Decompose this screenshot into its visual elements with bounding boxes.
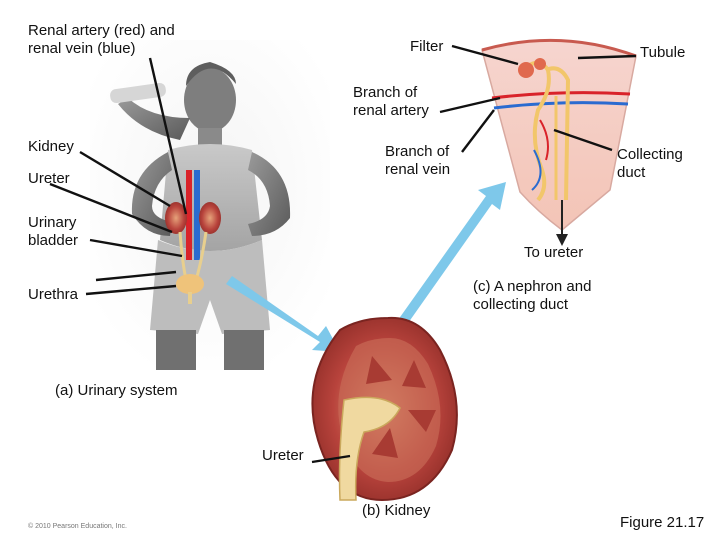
copyright-notice: © 2010 Pearson Education, Inc. [28, 523, 127, 530]
label-urethra: Urethra [28, 286, 79, 303]
leader-lines [49, 44, 637, 464]
kidney-cross-section [311, 316, 458, 502]
label-kidney: Kidney [28, 138, 74, 155]
label-ureter-kidney: Ureter [262, 447, 304, 464]
label-renal-artery-vein: Renal artery (red) and renal vein (blue) [28, 22, 175, 57]
label-tubule: Tubule [640, 44, 686, 61]
caption-urinary-system: (a) Urinary system [55, 382, 178, 399]
urinary-organs [165, 170, 221, 304]
blue-arrow-to-nephron [398, 182, 506, 326]
label-urinary-bladder: Urinary bladder [28, 214, 79, 249]
label-branch-renal-artery: Branch of renal artery [353, 84, 429, 119]
caption-kidney: (b) Kidney [362, 502, 431, 519]
label-collecting-duct: Collecting duct [617, 146, 683, 181]
label-filter: Filter [410, 38, 444, 55]
caption-nephron: (c) A nephron and collecting duct [473, 278, 592, 313]
label-ureter-system: Ureter [28, 170, 70, 187]
label-to-ureter: To ureter [524, 244, 584, 261]
blue-arrow-to-kidney [226, 276, 340, 352]
nephron-cone [481, 38, 637, 246]
figure-number: Figure 21.17 [620, 514, 705, 531]
label-branch-renal-vein: Branch of renal vein [385, 143, 451, 178]
